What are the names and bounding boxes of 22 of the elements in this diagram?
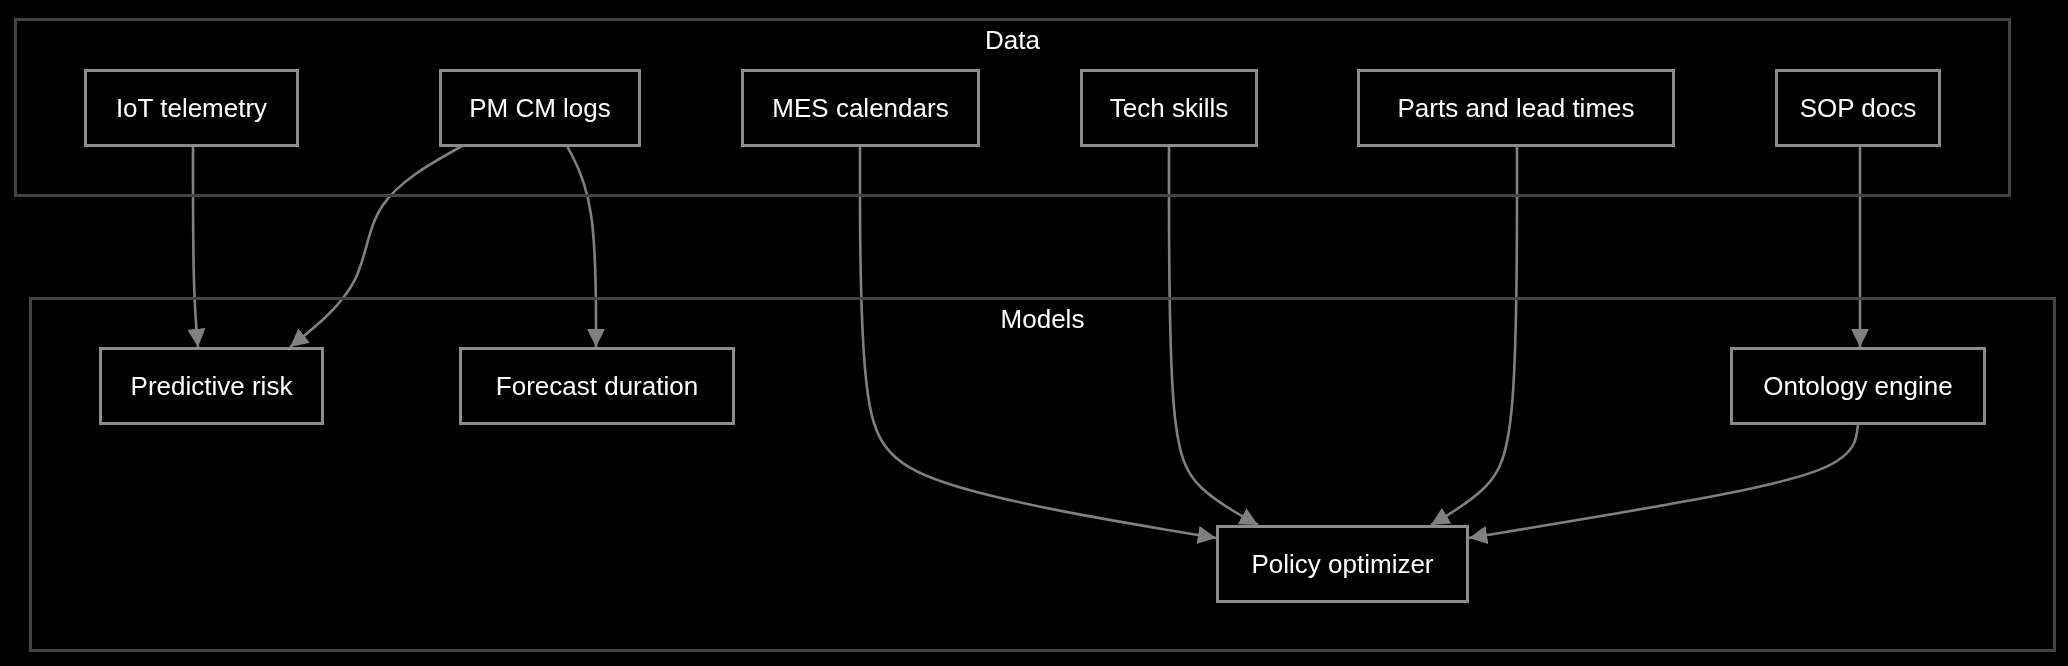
arrow: [1430, 146, 1519, 527]
process-box: Policy optimizer: [1216, 525, 1469, 603]
arrow: [1468, 424, 1860, 545]
process-box: Ontology engine: [1730, 347, 1986, 425]
arrow: [858, 146, 1217, 544]
process-box: Predictive risk: [99, 347, 324, 425]
group-frame: [29, 297, 2056, 652]
arrow: [289, 144, 463, 348]
process-box: Tech skills: [1080, 69, 1258, 147]
arrow: [1167, 146, 1259, 527]
arrow: [1850, 146, 1870, 347]
process-box: Forecast duration: [459, 347, 735, 425]
group-title: Data: [985, 25, 1040, 56]
process-box: Parts and lead times: [1357, 69, 1675, 147]
process-box: IoT telemetry: [84, 69, 299, 147]
arrow: [565, 145, 606, 347]
group-frame: [14, 18, 2011, 197]
process-box: PM CM logs: [439, 69, 641, 147]
process-box: SOP docs: [1775, 69, 1941, 147]
group-title: Models: [1000, 304, 1085, 335]
process-box: MES calendars: [741, 69, 980, 147]
arrow: [187, 146, 206, 348]
